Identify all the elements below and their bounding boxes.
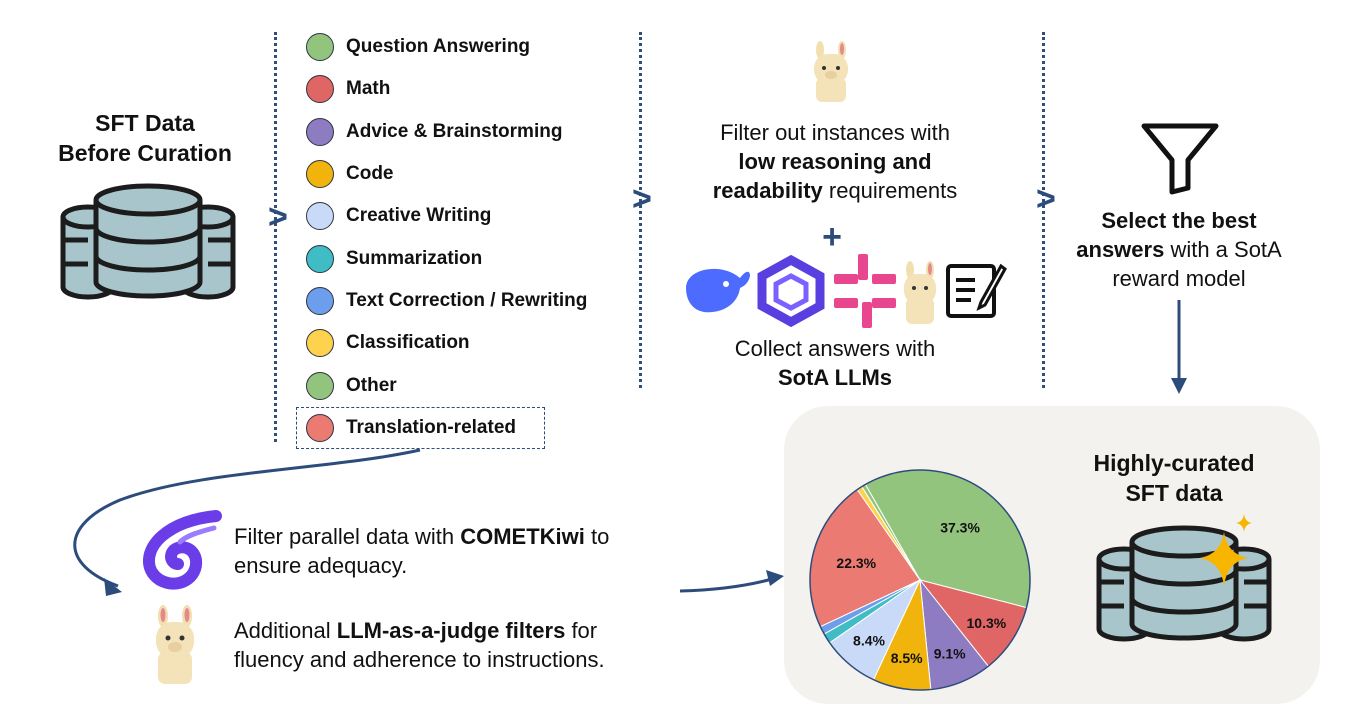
- category-color-dot: [306, 245, 334, 273]
- pie-slice-label: 8.5%: [891, 650, 923, 666]
- sparkle-icon: [1200, 514, 1252, 586]
- category-label: Code: [346, 163, 394, 184]
- step-arrow-2: >: [632, 180, 652, 218]
- judge-filter-text: Additional LLM-as-a-judge filters for fl…: [234, 618, 605, 672]
- select-step-text: Select the best answers with a SotA rewa…: [1076, 208, 1282, 291]
- category-label: Text Correction / Rewriting: [346, 290, 588, 311]
- category-color-dot: [306, 160, 334, 188]
- pie-slice-label: 22.3%: [836, 555, 876, 571]
- curated-database-icon: [1096, 525, 1272, 642]
- down-arrow: [1171, 300, 1187, 394]
- category-color-dot: [306, 118, 334, 146]
- comet-logo-icon: [143, 510, 222, 590]
- category-label: Creative Writing: [346, 205, 492, 226]
- category-label: Translation-related: [346, 417, 516, 438]
- category-label: Math: [346, 78, 391, 99]
- cross-logo-icon: [834, 254, 896, 328]
- category-label: Advice & Brainstorming: [346, 121, 563, 142]
- category-color-dot: [306, 33, 334, 61]
- llama-small-icon: [904, 261, 936, 324]
- category-color-dot: [306, 414, 334, 442]
- category-item: Summarization: [306, 244, 482, 274]
- hexagon-logo-icon: [757, 254, 825, 328]
- category-item: Classification: [306, 328, 470, 358]
- category-color-dot: [306, 329, 334, 357]
- category-item: Advice & Brainstorming: [306, 117, 562, 147]
- before-curation-title: SFT Data Before Curation: [58, 110, 232, 166]
- llama-judge-icon: [156, 605, 194, 684]
- category-label: Other: [346, 375, 397, 396]
- category-item: Text Correction / Rewriting: [306, 286, 587, 316]
- pie-slice-label: 37.3%: [940, 520, 980, 536]
- pie-slice-label: 8.4%: [853, 633, 885, 649]
- category-item: Math: [306, 74, 390, 104]
- category-label: Question Answering: [346, 36, 531, 57]
- whale-logo-icon: [686, 268, 750, 313]
- divider-1: [274, 32, 277, 442]
- category-item: Other: [306, 371, 397, 401]
- document-edit-icon: [946, 263, 1007, 318]
- plus-sign: +: [822, 218, 842, 256]
- category-item: Creative Writing: [306, 201, 491, 231]
- category-label: Classification: [346, 332, 470, 353]
- category-color-dot: [306, 202, 334, 230]
- category-color-dot: [306, 372, 334, 400]
- curated-title: Highly-curated SFT data: [1093, 450, 1255, 506]
- step-arrow-3: >: [1036, 180, 1056, 218]
- translation-highlight-box: [296, 407, 545, 449]
- category-item: Translation-related: [306, 413, 516, 443]
- category-label: Summarization: [346, 248, 483, 269]
- divider-3: [1042, 32, 1045, 388]
- filter-funnel-icon: [1141, 123, 1219, 195]
- collect-step-text: Collect answers with SotA LLMs: [734, 336, 936, 390]
- step-arrow-1: >: [268, 198, 288, 236]
- divider-2: [639, 32, 642, 388]
- category-item: Question Answering: [306, 32, 530, 62]
- filter-step-text: Filter out instances with low reasoning …: [712, 120, 958, 203]
- llama-icon: [814, 41, 848, 102]
- database-icon: [60, 183, 236, 300]
- category-color-dot: [306, 75, 334, 103]
- comet-filter-text: Filter parallel data with COMETKiwi to e…: [234, 524, 610, 578]
- pie-outline: [809, 469, 1031, 691]
- category-color-dot: [306, 287, 334, 315]
- pie-slice-label: 10.3%: [967, 615, 1007, 631]
- pie-slice-label: 9.1%: [934, 645, 966, 661]
- category-item: Code: [306, 159, 394, 189]
